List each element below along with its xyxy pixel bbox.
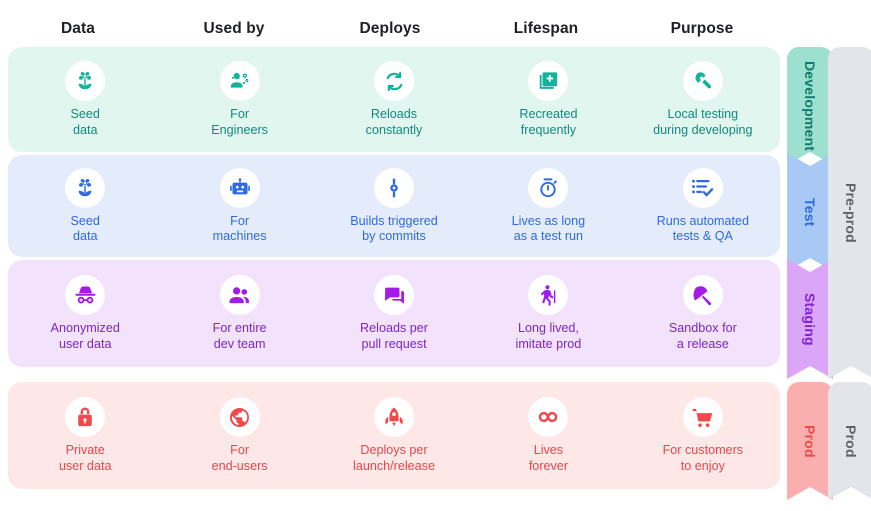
elderly-walking-icon <box>528 275 569 315</box>
cell-label: Anonymized user data <box>50 321 120 351</box>
cell-label: For customers to enjoy <box>662 443 744 473</box>
cell-label: Runs automated tests & QA <box>656 213 750 244</box>
column-header-used-by: Used by <box>203 20 265 37</box>
cell-label: Lives forever <box>528 443 569 473</box>
cell-label: Recreated frequently <box>519 107 578 137</box>
cell-label: Lives as long as a test run <box>511 213 586 244</box>
column-header-deploys: Deploys <box>359 20 421 37</box>
cell-label: Builds triggered by commits <box>350 213 438 244</box>
cell-test-used-by: For machines <box>162 167 316 245</box>
cell-label: For end-users <box>211 443 268 473</box>
cell-prod-lifespan: Lives forever <box>471 397 625 474</box>
cell-label: For Engineers <box>211 107 268 137</box>
group-chevron-prod[interactable]: Prod <box>828 382 871 500</box>
library-add-icon <box>528 61 569 101</box>
cell-test-purpose: Runs automated tests & QA <box>626 167 780 245</box>
stage-chevron-test[interactable]: Test <box>787 153 833 271</box>
cell-label: Seed data <box>70 213 100 244</box>
cell-staging-lifespan: Long lived, imitate prod <box>471 275 625 352</box>
stage-chevron-prod[interactable]: Prod <box>787 382 833 500</box>
env-row-test: Seed data For machines <box>8 155 780 257</box>
cell-development-purpose: Local testing during developing <box>626 61 780 138</box>
stage-chevron-staging[interactable]: Staging <box>787 259 833 379</box>
shopping-cart-icon <box>682 397 723 437</box>
flower-seed-icon <box>65 61 106 101</box>
cell-development-lifespan: Recreated frequently <box>471 61 625 138</box>
wrench-icon <box>682 61 723 101</box>
cell-development-used-by: For Engineers <box>162 61 316 138</box>
env-row-staging: Anonymized user data For entire dev team <box>8 260 780 367</box>
cell-development-deploys: Reloads constantly <box>317 61 471 138</box>
column-header-data: Data <box>61 20 95 37</box>
refresh-loop-icon <box>374 61 415 101</box>
timer-icon <box>528 167 569 208</box>
cell-prod-used-by: For end-users <box>162 397 316 474</box>
cell-prod-data: Private user data <box>8 397 162 474</box>
cell-test-data: Seed data <box>8 167 162 245</box>
env-row-prod: Private user data For end-users Depl <box>8 382 780 489</box>
cell-test-deploys: Builds triggered by commits <box>317 167 471 245</box>
cell-prod-purpose: For customers to enjoy <box>626 397 780 474</box>
env-row-development: Seed data For Engineers <box>8 47 780 152</box>
group-chevron-label: Prod <box>843 424 859 458</box>
column-header-purpose: Purpose <box>670 20 734 37</box>
column-header-row: Data Used by Deploys Lifespan Purpose <box>0 14 780 44</box>
globe-public-icon <box>219 397 260 437</box>
cell-staging-purpose: Sandbox for a release <box>626 275 780 352</box>
robot-icon <box>219 167 260 208</box>
commit-icon <box>374 167 415 208</box>
cell-label: Seed data <box>70 107 100 137</box>
stage-chevron-label: Test <box>802 197 818 227</box>
cell-label: Reloads constantly <box>365 107 423 137</box>
engineering-person-icon <box>219 61 260 101</box>
cell-label: Sandbox for a release <box>668 321 737 351</box>
cell-staging-used-by: For entire dev team <box>162 275 316 352</box>
lock-icon <box>65 397 106 437</box>
infinity-icon <box>528 397 569 437</box>
beach-umbrella-icon <box>682 275 723 315</box>
people-group-icon <box>219 275 260 315</box>
cell-label: For entire dev team <box>212 321 267 351</box>
cell-label: Reloads per pull request <box>360 321 428 351</box>
cell-staging-data: Anonymized user data <box>8 275 162 352</box>
cell-label: Private user data <box>58 443 112 473</box>
cell-label: Deploys per launch/release <box>353 443 435 473</box>
cell-development-data: Seed data <box>8 61 162 138</box>
cell-staging-deploys: Reloads per pull request <box>317 275 471 352</box>
cell-label: Local testing during developing <box>653 107 753 137</box>
rocket-launch-icon <box>374 397 415 437</box>
checklist-icon <box>682 167 723 208</box>
cell-prod-deploys: Deploys per launch/release <box>317 397 471 474</box>
group-chevron-pre-prod[interactable]: Pre-prod <box>828 47 871 379</box>
stage-chevron-development[interactable]: Development <box>787 47 833 165</box>
comment-bubbles-icon <box>374 275 415 315</box>
incognito-icon <box>65 275 106 315</box>
column-header-lifespan: Lifespan <box>513 20 579 37</box>
stage-chevron-label: Development <box>802 60 818 152</box>
flower-seed-icon <box>65 167 106 208</box>
cell-label: For machines <box>212 213 267 244</box>
cell-label: Long lived, imitate prod <box>515 321 582 351</box>
group-chevron-label: Pre-prod <box>843 183 859 243</box>
cell-test-lifespan: Lives as long as a test run <box>471 167 625 245</box>
stage-chevron-label: Prod <box>802 424 818 458</box>
stage-chevron-label: Staging <box>802 292 818 346</box>
